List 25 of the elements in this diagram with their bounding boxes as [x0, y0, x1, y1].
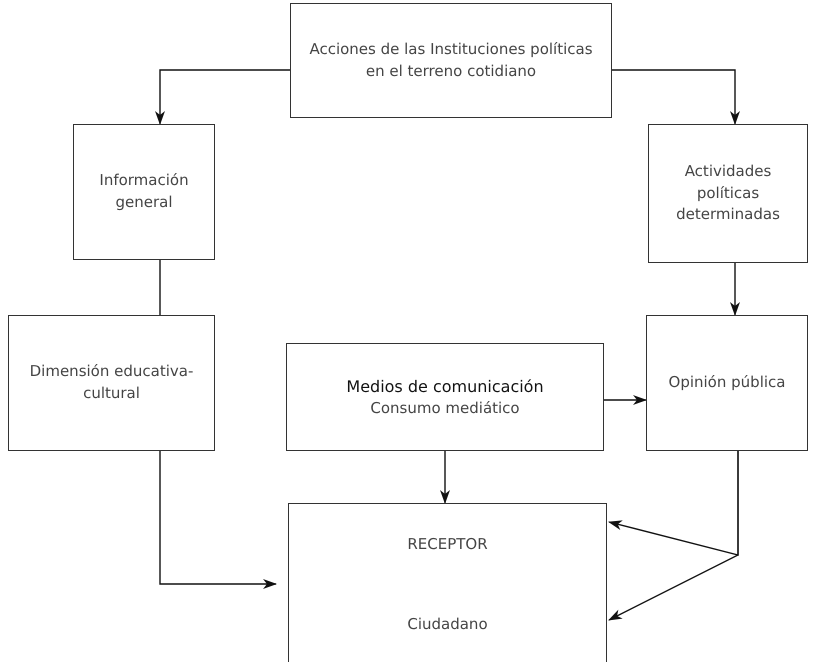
- arrow: [604, 395, 647, 405]
- process-box: [648, 124, 808, 263]
- arrow: [608, 451, 739, 621]
- process-box: [8, 315, 215, 451]
- node-text: Actividades políticas determinadas: [675, 160, 781, 226]
- process-box: [290, 3, 612, 118]
- arrow: [440, 451, 450, 504]
- process-box: [73, 124, 215, 260]
- process-box: [286, 343, 604, 451]
- arrow: [612, 69, 740, 125]
- node-text: Ciudadano: [407, 614, 488, 636]
- node-text: Dimensión educativa-cultural: [28, 361, 194, 404]
- process-box: [288, 585, 607, 662]
- arrow: [159, 451, 277, 589]
- node-text: Opinión pública: [668, 372, 786, 394]
- connector-line: [159, 260, 161, 315]
- process-box: [646, 315, 808, 451]
- node-text: Medios de comunicación: [346, 376, 544, 398]
- node-text: Acciones de las Instituciones políticas en el terreno cotidiano: [308, 38, 594, 82]
- arrow: [730, 263, 740, 316]
- node-text: Consumo mediático: [370, 398, 520, 419]
- process-box: [288, 503, 607, 586]
- arrow: [155, 69, 290, 125]
- node-text: Información general: [98, 170, 190, 213]
- node-text: RECEPTOR: [407, 534, 488, 555]
